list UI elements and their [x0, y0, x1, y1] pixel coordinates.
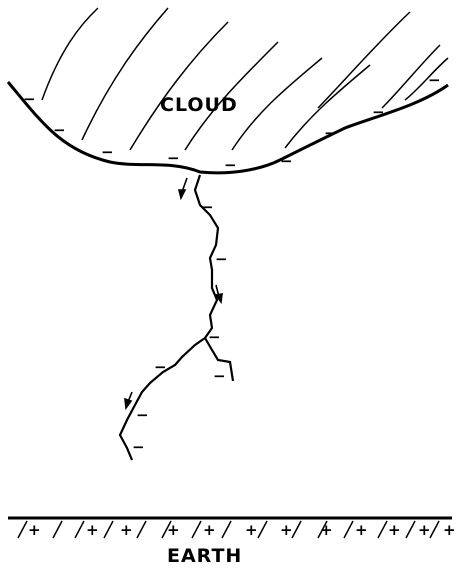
hatch-stroke — [258, 521, 267, 538]
negative-charge: − — [132, 438, 145, 456]
earth-label: EARTH — [167, 545, 242, 567]
negative-charge: − — [208, 328, 221, 346]
hatch-stroke — [378, 521, 387, 538]
negative-charge: − — [372, 103, 385, 121]
positive-charge: + — [388, 521, 401, 539]
down-arrow-icon — [125, 392, 132, 408]
positive-charge: + — [355, 521, 368, 539]
positive-charge: + — [280, 521, 293, 539]
hatch-stroke — [18, 521, 27, 538]
cloud-charges: − − − − − − − − − — [23, 71, 441, 174]
negative-charge: − — [213, 367, 226, 385]
negative-charge: − — [280, 152, 293, 170]
negative-charge: − — [154, 358, 167, 376]
positive-charge: + — [28, 521, 41, 539]
negative-charge: − — [167, 149, 180, 167]
hatch-stroke — [344, 521, 353, 538]
hatch-stroke — [292, 521, 301, 538]
positive-charge: + — [203, 521, 216, 539]
hatch-stroke — [53, 521, 62, 538]
leader-main-path — [120, 175, 218, 460]
hatch-stroke — [130, 22, 228, 150]
negative-charge: − — [224, 156, 237, 174]
earth-charges: + + + + + + + + + + + + — [28, 521, 456, 539]
leader-charges: − − − − − − − — [132, 198, 228, 456]
negative-charge: − — [324, 124, 337, 142]
earth-hatching — [18, 521, 439, 538]
positive-charge: + — [320, 521, 333, 539]
negative-charge: − — [23, 90, 36, 108]
cloud-label: CLOUD — [160, 94, 238, 116]
cloud-hatching — [42, 8, 448, 150]
negative-charge: − — [136, 406, 149, 424]
positive-charge: + — [443, 521, 456, 539]
negative-charge: − — [101, 143, 114, 161]
hatch-stroke — [75, 521, 84, 538]
negative-charge: − — [53, 121, 66, 139]
hatch-stroke — [137, 521, 146, 538]
positive-charge: + — [167, 521, 180, 539]
negative-charge: − — [201, 198, 214, 216]
positive-charge: + — [418, 521, 431, 539]
hatch-stroke — [42, 8, 98, 100]
hatch-stroke — [82, 8, 168, 140]
positive-charge: + — [120, 521, 133, 539]
hatch-stroke — [405, 58, 448, 100]
hatch-stroke — [222, 521, 231, 538]
hatch-stroke — [232, 58, 322, 150]
negative-charge: − — [215, 250, 228, 268]
negative-charge: − — [428, 71, 441, 89]
hatch-stroke — [406, 521, 415, 538]
positive-charge: + — [245, 521, 258, 539]
positive-charge: + — [86, 521, 99, 539]
hatch-stroke — [104, 521, 113, 538]
hatch-stroke — [430, 521, 439, 538]
hatch-stroke — [192, 521, 201, 538]
down-arrow-icon — [179, 178, 187, 198]
